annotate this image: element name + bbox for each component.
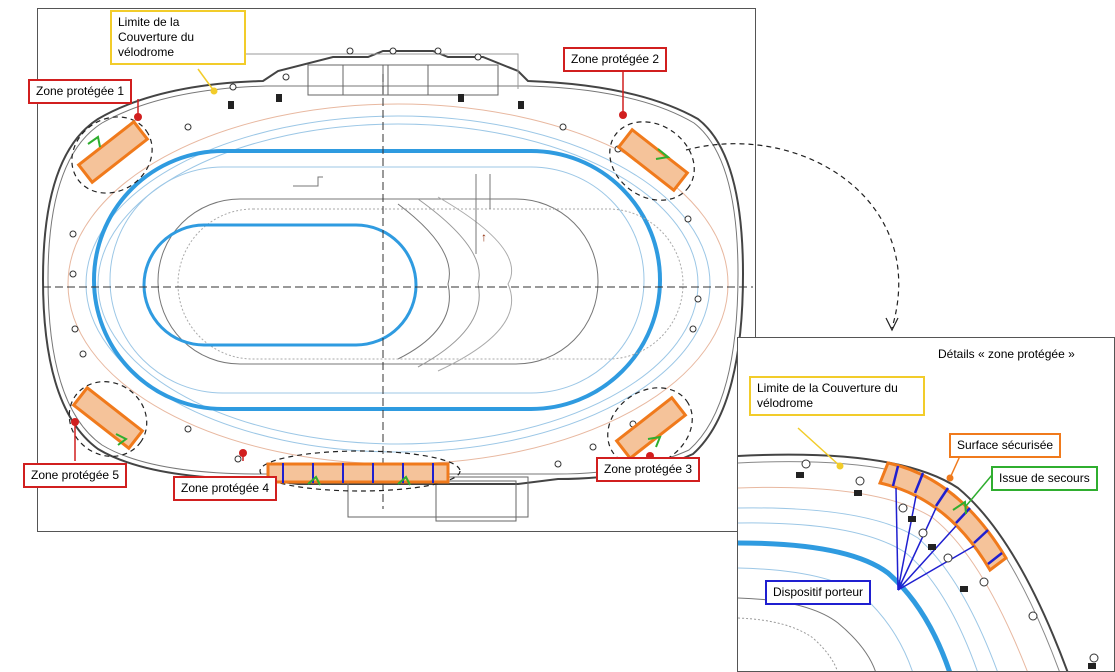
emergency-exit-text: Issue de secours (999, 471, 1090, 485)
emergency-exit-label: Issue de secours (991, 466, 1098, 491)
detail-title: Détails « zone protégée » (938, 347, 1075, 361)
secured-surface-label: Surface sécurisée (949, 433, 1062, 458)
velodrome-drawing: ↑ (41, 21, 753, 522)
svg-text:↑: ↑ (481, 230, 487, 244)
zone-label-1: Zone protégée 1 (28, 79, 133, 104)
zone-label-2-text: Zone protégée 2 (571, 52, 660, 66)
bearing-device-text: Dispositif porteur (773, 585, 864, 599)
roof-limit-label: Limite de la Couverture du vélodrome (110, 10, 246, 65)
detail-roof-limit-label: Limite de la Couverture du vélodrome (749, 376, 925, 416)
secured-surface-text: Surface sécurisée (957, 438, 1054, 452)
zone-label-4: Zone protégée 4 (173, 476, 278, 501)
zone-label-1-text: Zone protégée 1 (36, 84, 125, 98)
zone-label-2: Zone protégée 2 (563, 47, 668, 72)
detail-drawing (738, 427, 1099, 671)
zone-label-5-text: Zone protégée 5 (31, 468, 120, 482)
zone-label-3-text: Zone protégée 3 (604, 462, 693, 476)
zone-label-4-text: Zone protégée 4 (181, 481, 270, 495)
detail-roof-limit-text: Limite de la Couverture du vélodrome (757, 381, 898, 410)
zone-label-5: Zone protégée 5 (23, 463, 128, 488)
velodrome-plan: ↑ (23, 8, 756, 532)
roof-limit-text: Limite de la Couverture du vélodrome (118, 15, 195, 59)
zone-label-3: Zone protégée 3 (596, 457, 701, 482)
bearing-device-label: Dispositif porteur (765, 580, 872, 605)
protected-zone-detail: Détails « zone protégée » Limite de la C… (737, 337, 1115, 672)
